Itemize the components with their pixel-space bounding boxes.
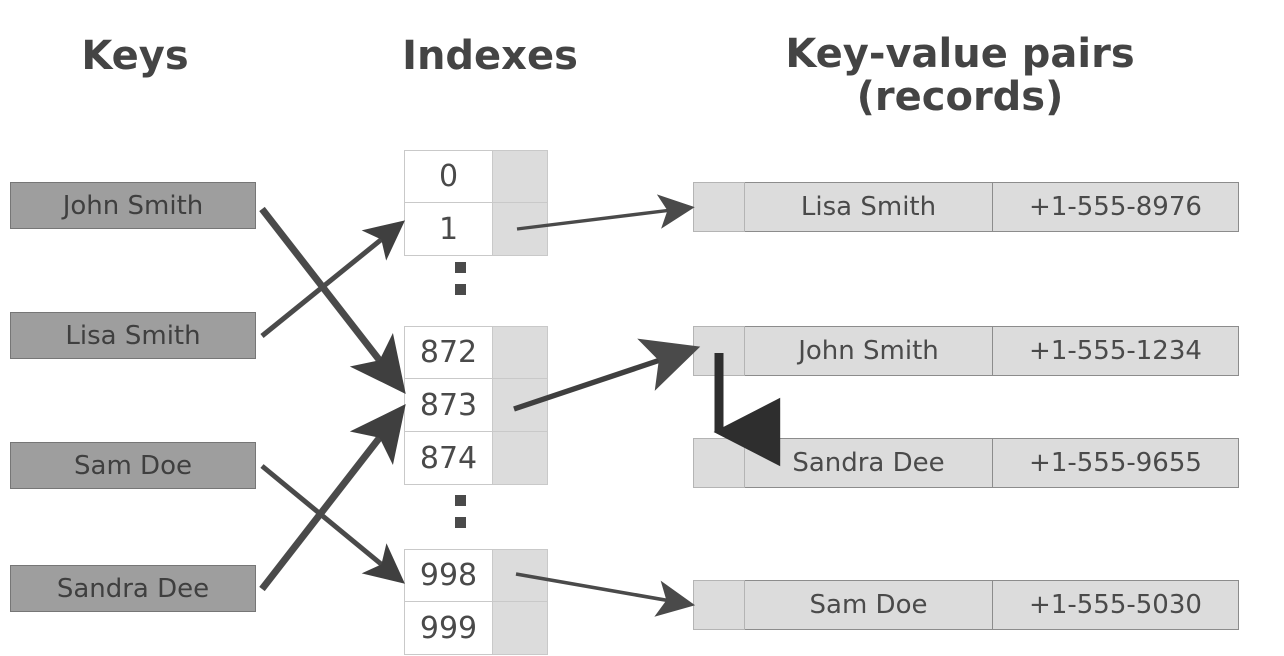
index-group-bottom: 998 999 [404,549,548,655]
column-heading-records: Key-value pairs (records) [785,31,1135,121]
index-group-middle: 872 873 874 [404,326,548,485]
vertical-ellipsis-icon [455,495,469,539]
arrow-john-smith-to-index-873 [259,206,406,394]
index-pointer-cell[interactable] [493,550,547,601]
index-pointer-cell[interactable] [493,602,547,654]
index-pointer-cell[interactable] [493,203,547,255]
index-number: 874 [405,432,493,484]
index-row-1[interactable]: 1 [404,203,548,256]
vertical-ellipsis-icon [455,262,469,306]
arrow-sandra-dee-to-index-873 [259,404,406,592]
index-pointer-cell[interactable] [493,327,547,378]
record-name: Sandra Dee [745,438,993,488]
index-number: 872 [405,327,493,378]
index-number: 0 [405,151,493,202]
record-row-lisa-smith[interactable]: Lisa Smith +1-555-8976 [693,182,1239,232]
record-row-sam-doe[interactable]: Sam Doe +1-555-5030 [693,580,1239,630]
index-row-872[interactable]: 872 [404,326,548,379]
record-row-sandra-dee[interactable]: Sandra Dee +1-555-9655 [693,438,1239,488]
record-pointer-cell[interactable] [693,580,745,630]
column-heading-indexes: Indexes [402,33,578,79]
index-row-873[interactable]: 873 [404,379,548,432]
key-box-sam-doe[interactable]: Sam Doe [10,442,256,489]
key-label: Lisa Smith [65,320,201,351]
record-pointer-cell[interactable] [693,326,745,376]
column-heading-keys: Keys [81,33,189,79]
record-pointer-cell[interactable] [693,438,745,488]
key-box-sandra-dee[interactable]: Sandra Dee [10,565,256,612]
index-number: 873 [405,379,493,431]
key-label: Sandra Dee [56,573,210,604]
arrow-sam-doe-to-index-998 [260,464,405,584]
record-row-john-smith[interactable]: John Smith +1-555-1234 [693,326,1239,376]
record-phone: +1-555-5030 [993,580,1239,630]
index-number: 1 [405,203,493,255]
key-label: Sam Doe [74,450,192,481]
index-pointer-cell[interactable] [493,379,547,431]
index-number: 998 [405,550,493,601]
index-pointer-cell[interactable] [493,432,547,484]
arrow-lisa-smith-to-index-1 [260,220,405,338]
record-pointer-cell[interactable] [693,182,745,232]
index-row-998[interactable]: 998 [404,549,548,602]
key-label: John Smith [62,190,204,221]
key-box-john-smith[interactable]: John Smith [10,182,256,229]
index-row-874[interactable]: 874 [404,432,548,485]
index-group-top: 0 1 [404,150,548,256]
record-phone: +1-555-1234 [993,326,1239,376]
record-name: John Smith [745,326,993,376]
record-name: Lisa Smith [745,182,993,232]
index-row-0[interactable]: 0 [404,150,548,203]
record-phone: +1-555-8976 [993,182,1239,232]
record-name: Sam Doe [745,580,993,630]
index-number: 999 [405,602,493,654]
key-box-lisa-smith[interactable]: Lisa Smith [10,312,256,359]
record-phone: +1-555-9655 [993,438,1239,488]
index-row-999[interactable]: 999 [404,602,548,655]
index-pointer-cell[interactable] [493,151,547,202]
